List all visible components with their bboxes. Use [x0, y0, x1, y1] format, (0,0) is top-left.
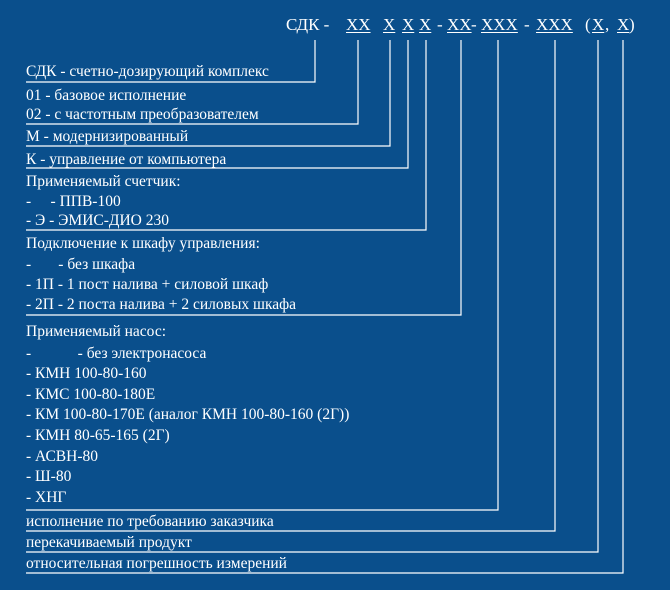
code-pump-segment: ХХХ	[481, 15, 518, 34]
code-version-segment: ХХ	[346, 15, 371, 34]
legend-pump-title: Применяемый насос:	[26, 323, 166, 340]
connector-pump	[26, 40, 499, 511]
legend-error: относительная погрешность измерений	[26, 555, 287, 572]
code-paren-close: )	[629, 15, 635, 34]
code-dash: -	[471, 15, 477, 34]
code-prefix: СДК -	[286, 15, 330, 34]
connector-product	[26, 40, 599, 553]
connector-computer	[26, 40, 409, 169]
code-comma: ,	[605, 15, 610, 34]
code-custom-segment: ХХХ	[536, 15, 573, 34]
connector-modernized	[26, 40, 391, 147]
legend-product: перекачиваемый продукт	[26, 534, 192, 551]
code-dash: -	[437, 15, 443, 34]
legend-pump-item: - ХНГ	[26, 489, 67, 506]
code-cabinet-segment: ХХ	[447, 15, 472, 34]
legend-modernized: М - модернизированный	[26, 128, 189, 145]
connector-sdk	[26, 40, 316, 83]
legend-pump-item: - КМН 100-80-160	[26, 365, 147, 382]
legend-version-01: 01 - базовое исполнение	[26, 87, 187, 104]
legend-sdk: СДК - счетно-дозирующий комплекс	[26, 63, 269, 80]
code-dash: -	[524, 15, 530, 34]
connector-cabinet	[26, 40, 462, 316]
connector-version	[26, 40, 359, 125]
code-meter-segment: Х	[419, 15, 432, 34]
legend-pump-item: - - без электронасоса	[26, 345, 207, 362]
legend-meter-item: - Э - ЭМИС-ДИО 230	[26, 212, 169, 229]
legend-pump-item: - КМН 80-65-165 (2Г)	[26, 427, 170, 444]
legend-pump-item: - Ш-80	[26, 468, 72, 485]
legend-cabinet-item: - 2П - 2 поста налива + 2 силовых шкафа	[26, 296, 297, 313]
code-paren-open: (	[585, 15, 591, 34]
legend-custom: исполнение по требованию заказчика	[26, 513, 274, 530]
connector-custom	[26, 40, 556, 532]
legend-version-02: 02 - с частотным преобразователем	[26, 106, 259, 123]
legend-cabinet-item: - 1П - 1 пост налива + силовой шкаф	[26, 276, 269, 293]
code-modernized-segment: Х	[383, 15, 396, 34]
legend-cabinet-item: - - без шкафа	[26, 256, 136, 273]
code-error-segment: Х	[617, 15, 630, 34]
legend-pump-item: - АСВН-80	[26, 448, 98, 465]
code-computer-segment: Х	[402, 15, 415, 34]
legend-computer: К - управление от компьютера	[26, 151, 227, 168]
legend-meter-title: Применяемый счетчик:	[26, 173, 181, 190]
legend-cabinet-title: Подключение к шкафу управления:	[26, 235, 260, 252]
legend-meter-item: - - ППВ-100	[26, 193, 121, 210]
legend-pump-item: - КМ 100-80-170Е (аналог КМН 100-80-160 …	[26, 406, 350, 423]
connector-error	[26, 40, 624, 574]
connector-meter	[26, 40, 427, 231]
legend-pump-item: - КМС 100-80-180Е	[26, 386, 156, 403]
code-product-segment: Х	[592, 15, 605, 34]
